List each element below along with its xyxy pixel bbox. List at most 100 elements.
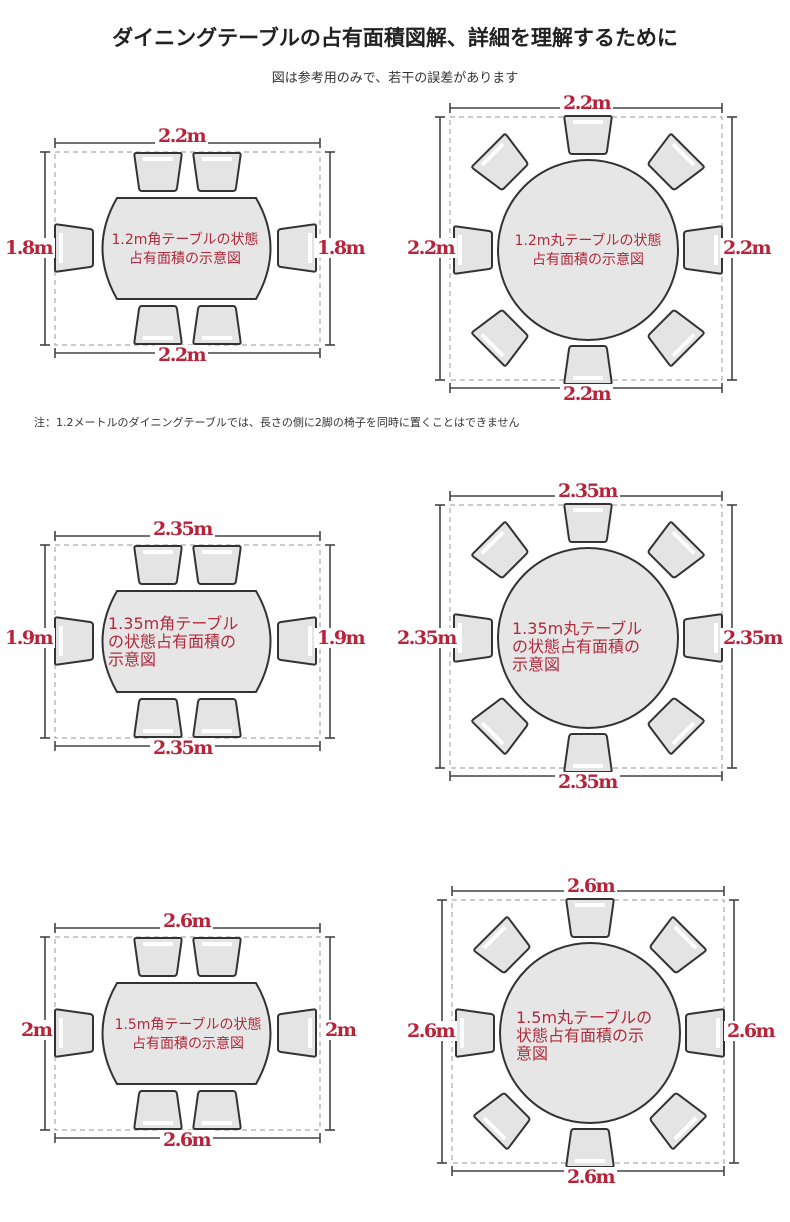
chair-seat [192, 937, 242, 977]
chair-backrest [308, 1018, 312, 1048]
chair-backrest [143, 157, 173, 161]
chair-seat [133, 545, 183, 585]
chair-backrest [482, 925, 507, 950]
dim-bottom: 2.2m [155, 345, 209, 365]
chair [685, 1008, 725, 1058]
chair [473, 916, 531, 974]
chair [471, 309, 529, 367]
chair-backrest [202, 336, 232, 340]
chair [133, 545, 183, 585]
chair [455, 1008, 495, 1058]
chair-seat [647, 697, 705, 755]
dim-left: 2.6m [404, 1021, 458, 1041]
chair-backrest [202, 1121, 232, 1125]
chair [54, 223, 94, 273]
chair-backrest [143, 729, 173, 733]
table-label: 1.35m角テーブル の状態占有面積の 示意図 [108, 615, 238, 669]
chair-backrest [480, 530, 505, 555]
dim-bottom: 2.2m [560, 384, 614, 404]
chair [453, 613, 493, 663]
chair-seat [563, 733, 613, 773]
chair-backrest [714, 235, 718, 265]
chair [133, 152, 183, 192]
chair-backrest [59, 233, 63, 263]
table-label: 1.2m角テーブルの状態 占有面積の示意図 [100, 231, 270, 269]
table-label-line: 示意図 [512, 655, 561, 674]
dim-top: 2.2m [155, 126, 209, 146]
table-label-line: 1.5m丸テーブルの [516, 1008, 653, 1027]
dim-left: 1.8m [2, 238, 56, 258]
chair [471, 133, 529, 191]
chair-seat [192, 1090, 242, 1130]
dim-right: 2.35m [720, 628, 785, 648]
chair [565, 898, 615, 938]
chair-backrest [308, 233, 312, 263]
chair-backrest [573, 508, 603, 512]
chair [471, 697, 529, 755]
chair-seat [471, 697, 529, 755]
table-label-line: 1.2m角テーブルの状態 [111, 232, 259, 248]
dim-top: 2.6m [160, 911, 214, 931]
chair-seat [683, 613, 723, 663]
chair-backrest [202, 729, 232, 733]
chair-seat [471, 309, 529, 367]
chair [54, 1008, 94, 1058]
diagram-drawing [435, 103, 737, 393]
chair [647, 133, 705, 191]
chair-backrest [202, 157, 232, 161]
table-top [499, 942, 681, 1124]
chair-backrest [671, 142, 696, 167]
chair-seat [685, 1008, 725, 1058]
chair-backrest [673, 1116, 698, 1141]
chair [649, 916, 707, 974]
chair-backrest [143, 1121, 173, 1125]
table-label: 1.2m丸テーブルの状態 占有面積の示意図 [498, 232, 678, 270]
dim-top: 2.6m [564, 876, 618, 896]
chair-seat [563, 345, 613, 385]
table-label-line: 意図 [516, 1044, 549, 1063]
chair-backrest [482, 1116, 507, 1141]
chair-seat [647, 521, 705, 579]
chair [565, 1128, 615, 1168]
chair [192, 545, 242, 585]
table-top [101, 590, 272, 693]
chair [133, 305, 183, 345]
chair [192, 937, 242, 977]
dim-top: 2.35m [150, 519, 215, 539]
chair-seat [277, 616, 317, 666]
chair [647, 521, 705, 579]
chair-seat [649, 916, 707, 974]
chair [192, 305, 242, 345]
chair [683, 225, 723, 275]
chair-backrest [480, 333, 505, 358]
page-title: ダイニングテーブルの占有面積図解、詳細を理解するために [112, 26, 678, 50]
chair [192, 152, 242, 192]
chair [563, 345, 613, 385]
chair [453, 225, 493, 275]
chair-seat [647, 133, 705, 191]
table-top [497, 159, 679, 341]
table-label-line: の状態占有面積の [512, 637, 641, 656]
dim-bottom: 2.35m [555, 772, 620, 792]
table-label-line: 占有面積の示意図 [129, 251, 241, 267]
chair [133, 1090, 183, 1130]
chair [133, 698, 183, 738]
chair-backrest [460, 1018, 464, 1048]
chair-seat [192, 545, 242, 585]
chair [473, 1092, 531, 1150]
chair-backrest [59, 626, 63, 656]
subtitle: 図は参考用のみで、若干の誤差があります [271, 71, 519, 86]
chair [133, 937, 183, 977]
table-label-line: 占有面積の示意図 [532, 252, 644, 268]
table-label-line: 占有面積の示意図 [132, 1036, 244, 1052]
chair [471, 521, 529, 579]
chair-backrest [673, 925, 698, 950]
chair-backrest [143, 942, 173, 946]
chair-seat [192, 698, 242, 738]
chair-seat [453, 225, 493, 275]
chair-seat [54, 223, 94, 273]
chair-seat [453, 613, 493, 663]
diagram-round-1-2m: 2.2m 2.2m 2.2m 2.2m 1.2m丸テーブルの状態 占有面積の示意… [400, 90, 780, 410]
chair-seat [647, 309, 705, 367]
chair-backrest [143, 336, 173, 340]
